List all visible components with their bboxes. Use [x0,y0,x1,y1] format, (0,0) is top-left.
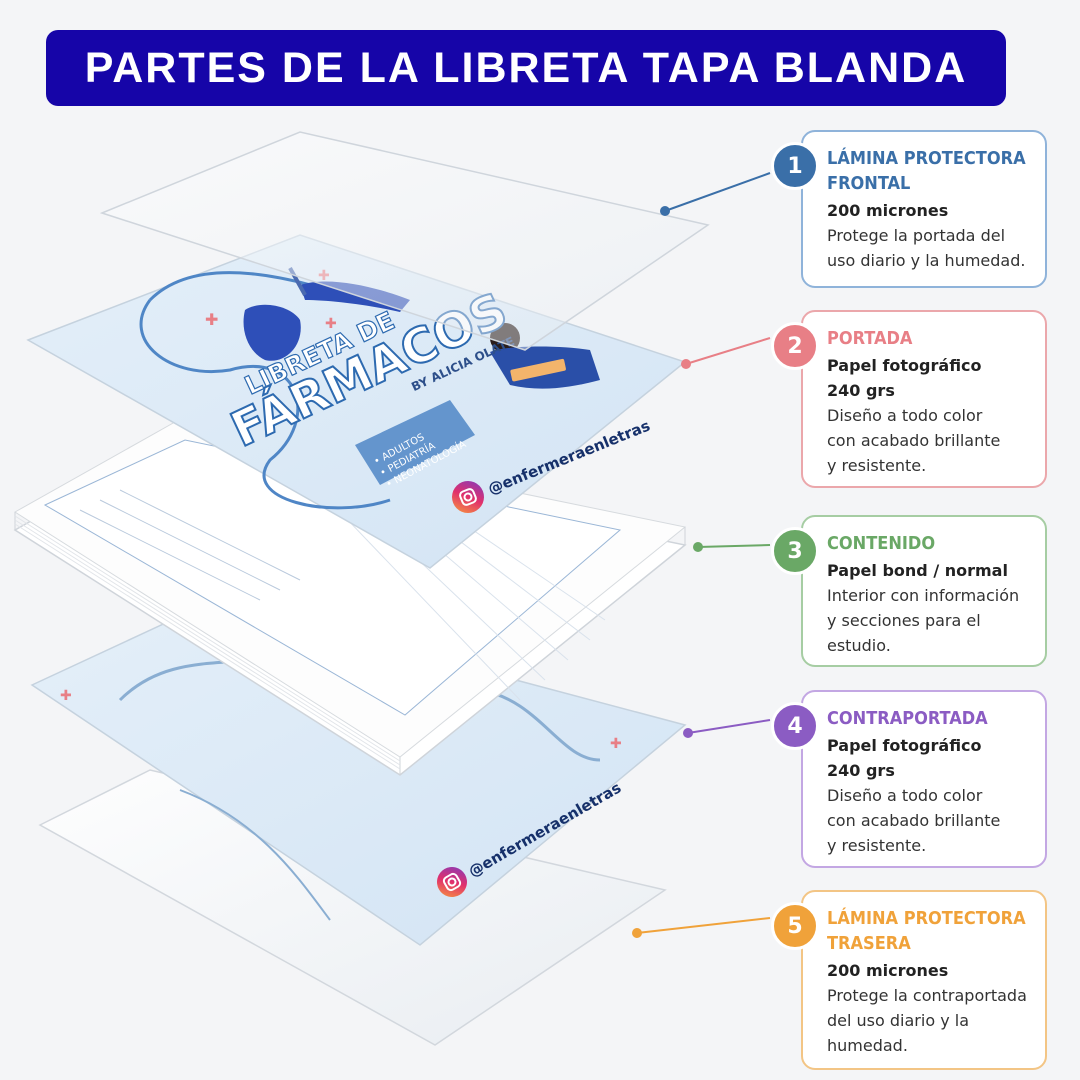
part-title-1: LÁMINA PROTECTORA FRONTAL [827,148,1026,194]
categories-box [355,400,475,485]
part-number-badge-3: 3 [771,527,819,575]
part-spec-5: 200 micrones [827,961,949,980]
leader-lines [636,172,771,934]
front-film-sheet [99,131,710,351]
instagram-icon [452,481,484,513]
part-spec-1: 200 micrones [827,201,949,220]
part-desc-2: Diseño a todo color con acabado brillant… [827,406,1001,475]
part-desc-1: Protege la portada del uso diario y la h… [827,226,1026,270]
part-spec-2: Papel fotográfico 240 grs [827,356,982,400]
part-card-5: 5 LÁMINA PROTECTORA TRASERA 200 micrones… [771,890,1047,1070]
part-card-2: 2 PORTADA Papel fotográfico 240 grs Dise… [771,310,1047,488]
gloved-hand-illustration [243,304,301,361]
part-spec-3: Papel bond / normal [827,561,1008,580]
part-card-3: 3 CONTENIDO Papel bond / normal Interior… [771,515,1047,667]
part-card-1: 1 LÁMINA PROTECTORA FRONTAL 200 micrones… [771,130,1047,288]
part-number-badge-2: 2 [771,322,819,370]
svg-text:✚: ✚ [205,310,218,329]
page-title-banner: PARTES DE LA LIBRETA TAPA BLANDA [46,30,1006,106]
svg-text:✚: ✚ [325,316,337,332]
part-spec-4: Papel fotográfico 240 grs [827,736,982,780]
part-desc-3: Interior con información y secciones par… [827,586,1020,655]
part-card-4: 4 CONTRAPORTADA Papel fotográfico 240 gr… [771,690,1047,868]
part-number-badge-4: 4 [771,702,819,750]
part-number-badge-1: 1 [771,142,819,190]
part-title-4: CONTRAPORTADA [827,708,988,729]
part-title-2: PORTADA [827,328,913,349]
part-number-badge-5: 5 [771,902,819,950]
part-title-3: CONTENIDO [827,533,936,554]
part-title-5: LÁMINA PROTECTORA TRASERA [827,908,1026,954]
svg-text:✚: ✚ [610,736,622,752]
instagram-icon [437,867,467,897]
part-desc-5: Protege la contraportada del uso diario … [827,986,1027,1055]
back-film-sheet [38,769,667,1046]
page-title: PARTES DE LA LIBRETA TAPA BLANDA [84,43,968,92]
part-desc-4: Diseño a todo color con acabado brillant… [827,786,1001,855]
svg-text:✚: ✚ [60,688,72,704]
